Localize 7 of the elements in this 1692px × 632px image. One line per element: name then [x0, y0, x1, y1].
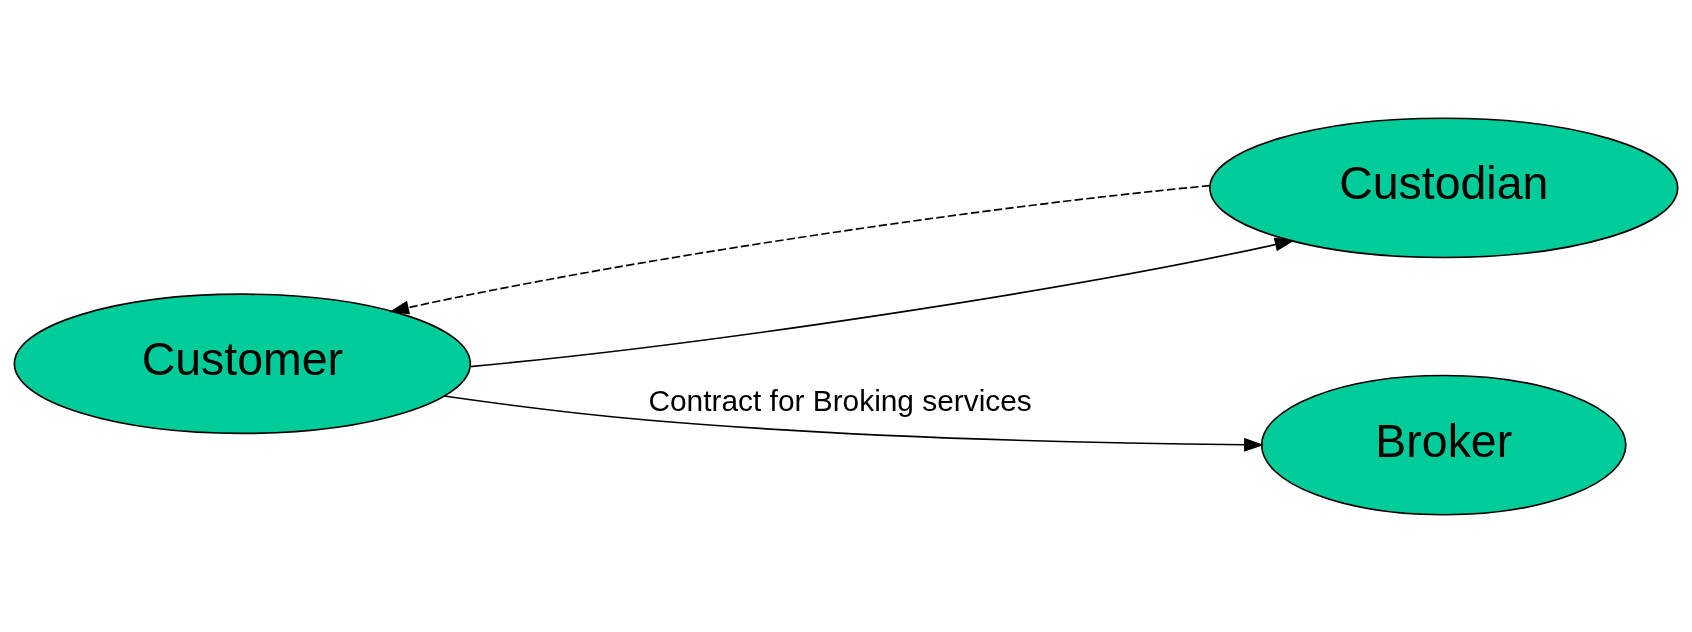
node-ellipse: Broker	[1260, 374, 1627, 516]
arrow	[389, 184, 1211, 314]
arrow	[469, 237, 1295, 367]
node-ellipse: Customer	[13, 292, 472, 434]
edge-label: Contract for Broking services	[648, 383, 1032, 417]
node-ellipse: Custodian	[1209, 116, 1679, 258]
arrow	[443, 394, 1265, 452]
